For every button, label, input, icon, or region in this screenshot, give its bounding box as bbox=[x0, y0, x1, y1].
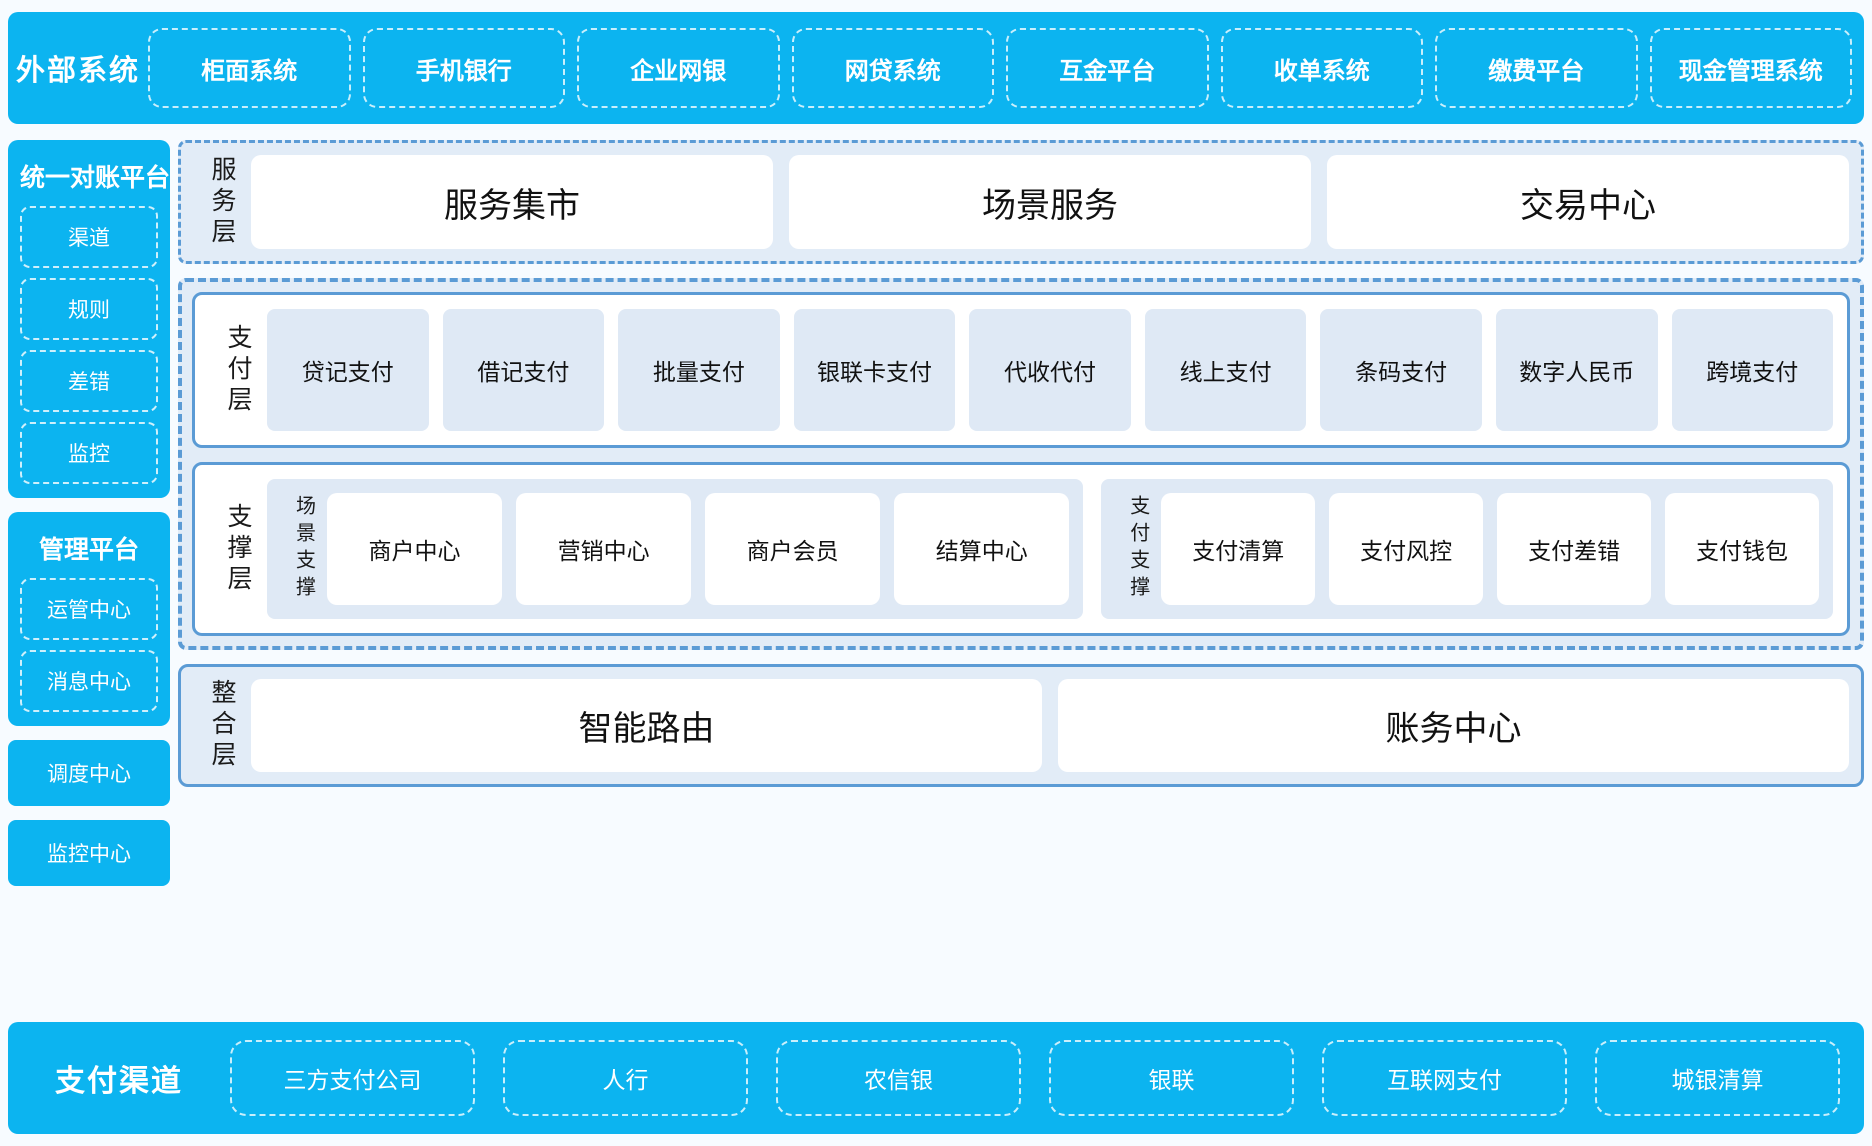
payment-tile-collection-payment[interactable]: 代收代付 bbox=[969, 309, 1131, 431]
channel-chip-third-party[interactable]: 三方支付公司 bbox=[230, 1040, 475, 1116]
support-tile-payment-error[interactable]: 支付差错 bbox=[1497, 493, 1652, 605]
support-group-payment-items: 支付清算 支付风控 支付差错 支付钱包 bbox=[1161, 493, 1820, 605]
integration-tile-accounting-center[interactable]: 账务中心 bbox=[1058, 679, 1849, 772]
support-layer-panel: 支撑层 场景支撑 商户中心 营销中心 商户会员 结算中心 支付支撑 bbox=[192, 462, 1850, 636]
support-layer-label: 支撑层 bbox=[224, 502, 252, 596]
external-system-chip[interactable]: 收单系统 bbox=[1220, 28, 1423, 108]
payment-tile-debit[interactable]: 借记支付 bbox=[442, 309, 605, 431]
sidebar-item-message-center[interactable]: 消息中心 bbox=[20, 650, 158, 712]
payment-channels-title: 支付渠道 bbox=[55, 1065, 183, 1098]
payment-channels-list: 三方支付公司 人行 农信银 银联 互联网支付 城银清算 bbox=[230, 1022, 1864, 1134]
support-group-payment-label: 支付支撑 bbox=[1126, 495, 1149, 603]
external-systems-title: 外部系统 bbox=[15, 55, 140, 87]
external-system-chip[interactable]: 企业网银 bbox=[577, 28, 780, 108]
payment-layer-panel: 支付层 贷记支付 借记支付 批量支付 银联卡支付 代收代付 线上支付 条码支付 … bbox=[192, 292, 1850, 448]
payment-tile-cross-border[interactable]: 跨境支付 bbox=[1671, 309, 1834, 431]
external-system-chip[interactable]: 柜面系统 bbox=[148, 28, 351, 108]
channel-chip-rcc[interactable]: 农信银 bbox=[776, 1040, 1021, 1116]
support-tile-payment-risk[interactable]: 支付风控 bbox=[1329, 493, 1484, 605]
support-tile-merchant-center[interactable]: 商户中心 bbox=[327, 493, 503, 605]
management-platform-title: 管理平台 bbox=[38, 536, 139, 564]
payment-channels-band: 支付渠道 三方支付公司 人行 农信银 银联 互联网支付 城银清算 bbox=[8, 1022, 1864, 1134]
service-layer-items: 服务集市 场景服务 交易中心 bbox=[251, 155, 1849, 249]
channel-chip-pboc[interactable]: 人行 bbox=[503, 1040, 748, 1116]
support-group-scenario-items: 商户中心 营销中心 商户会员 结算中心 bbox=[327, 493, 1070, 605]
left-sidebar: 统一对账平台 渠道 规则 差错 监控 管理平台 运管中心 消息中心 调度中心 监… bbox=[8, 140, 170, 900]
service-layer-container: 服务层 服务集市 场景服务 交易中心 bbox=[178, 140, 1864, 264]
payment-tile-digital-rmb[interactable]: 数字人民币 bbox=[1495, 309, 1658, 431]
channel-chip-unionpay[interactable]: 银联 bbox=[1049, 1040, 1294, 1116]
payment-support-container: 支付层 贷记支付 借记支付 批量支付 银联卡支付 代收代付 线上支付 条码支付 … bbox=[178, 278, 1864, 650]
payment-tile-batch[interactable]: 批量支付 bbox=[618, 309, 780, 431]
external-system-chip[interactable]: 网贷系统 bbox=[791, 28, 994, 108]
sidebar-item-operations-center[interactable]: 运管中心 bbox=[20, 578, 158, 640]
payment-tile-barcode[interactable]: 条码支付 bbox=[1320, 309, 1482, 431]
support-tile-merchant-member[interactable]: 商户会员 bbox=[705, 493, 881, 605]
payment-tile-credit[interactable]: 贷记支付 bbox=[267, 309, 429, 431]
support-group-scenario-label: 场景支撑 bbox=[292, 495, 315, 603]
main-column: 服务层 服务集市 场景服务 交易中心 支付层 贷记支付 借记支付 批量支付 银联… bbox=[178, 140, 1864, 787]
integration-layer-items: 智能路由 账务中心 bbox=[251, 679, 1849, 772]
service-tile-scenario[interactable]: 场景服务 bbox=[789, 155, 1311, 249]
external-system-chip[interactable]: 互金平台 bbox=[1006, 28, 1209, 108]
external-systems-band: 外部系统 柜面系统 手机银行 企业网银 网贷系统 互金平台 收单系统 缴费平台 … bbox=[8, 12, 1864, 124]
payment-layer-label: 支付层 bbox=[224, 323, 252, 417]
integration-tile-smart-routing[interactable]: 智能路由 bbox=[251, 679, 1042, 772]
channel-chip-city-bank-clearing[interactable]: 城银清算 bbox=[1595, 1040, 1840, 1116]
support-group-payment: 支付支撑 支付清算 支付风控 支付差错 支付钱包 bbox=[1101, 479, 1833, 619]
sidebar-item-rule[interactable]: 规则 bbox=[20, 278, 158, 340]
support-layer-groups: 场景支撑 商户中心 营销中心 商户会员 结算中心 支付支撑 支付清算 支付风控 bbox=[267, 479, 1833, 619]
sidebar-item-scheduling-center[interactable]: 调度中心 bbox=[8, 740, 170, 806]
payment-tile-online[interactable]: 线上支付 bbox=[1144, 309, 1307, 431]
sidebar-item-monitor[interactable]: 监控 bbox=[20, 422, 158, 484]
external-systems-list: 柜面系统 手机银行 企业网银 网贷系统 互金平台 收单系统 缴费平台 现金管理系… bbox=[148, 12, 1864, 124]
sidebar-item-error[interactable]: 差错 bbox=[20, 350, 158, 412]
service-tile-transaction[interactable]: 交易中心 bbox=[1327, 155, 1849, 249]
support-tile-payment-clearing[interactable]: 支付清算 bbox=[1161, 493, 1316, 605]
payment-layer-items: 贷记支付 借记支付 批量支付 银联卡支付 代收代付 线上支付 条码支付 数字人民… bbox=[267, 309, 1834, 431]
external-system-chip[interactable]: 缴费平台 bbox=[1435, 28, 1638, 108]
reconciliation-platform-title: 统一对账平台 bbox=[20, 164, 171, 192]
management-platform-card: 管理平台 运管中心 消息中心 bbox=[8, 512, 170, 726]
sidebar-item-channel[interactable]: 渠道 bbox=[20, 206, 158, 268]
service-tile-market[interactable]: 服务集市 bbox=[251, 155, 773, 249]
external-system-chip[interactable]: 现金管理系统 bbox=[1649, 28, 1852, 108]
sidebar-item-monitoring-center[interactable]: 监控中心 bbox=[8, 820, 170, 886]
integration-layer-container: 整合层 智能路由 账务中心 bbox=[178, 664, 1864, 787]
support-tile-marketing-center[interactable]: 营销中心 bbox=[516, 493, 692, 605]
integration-layer-label: 整合层 bbox=[208, 679, 236, 772]
reconciliation-platform-card: 统一对账平台 渠道 规则 差错 监控 bbox=[8, 140, 170, 498]
support-tile-payment-wallet[interactable]: 支付钱包 bbox=[1665, 493, 1820, 605]
support-group-scenario: 场景支撑 商户中心 营销中心 商户会员 结算中心 bbox=[267, 479, 1084, 619]
payment-tile-unionpay-card[interactable]: 银联卡支付 bbox=[793, 309, 956, 431]
service-layer-label: 服务层 bbox=[208, 155, 236, 249]
support-tile-settlement-center[interactable]: 结算中心 bbox=[894, 493, 1070, 605]
channel-chip-internet-payment[interactable]: 互联网支付 bbox=[1322, 1040, 1567, 1116]
external-system-chip[interactable]: 手机银行 bbox=[362, 28, 565, 108]
